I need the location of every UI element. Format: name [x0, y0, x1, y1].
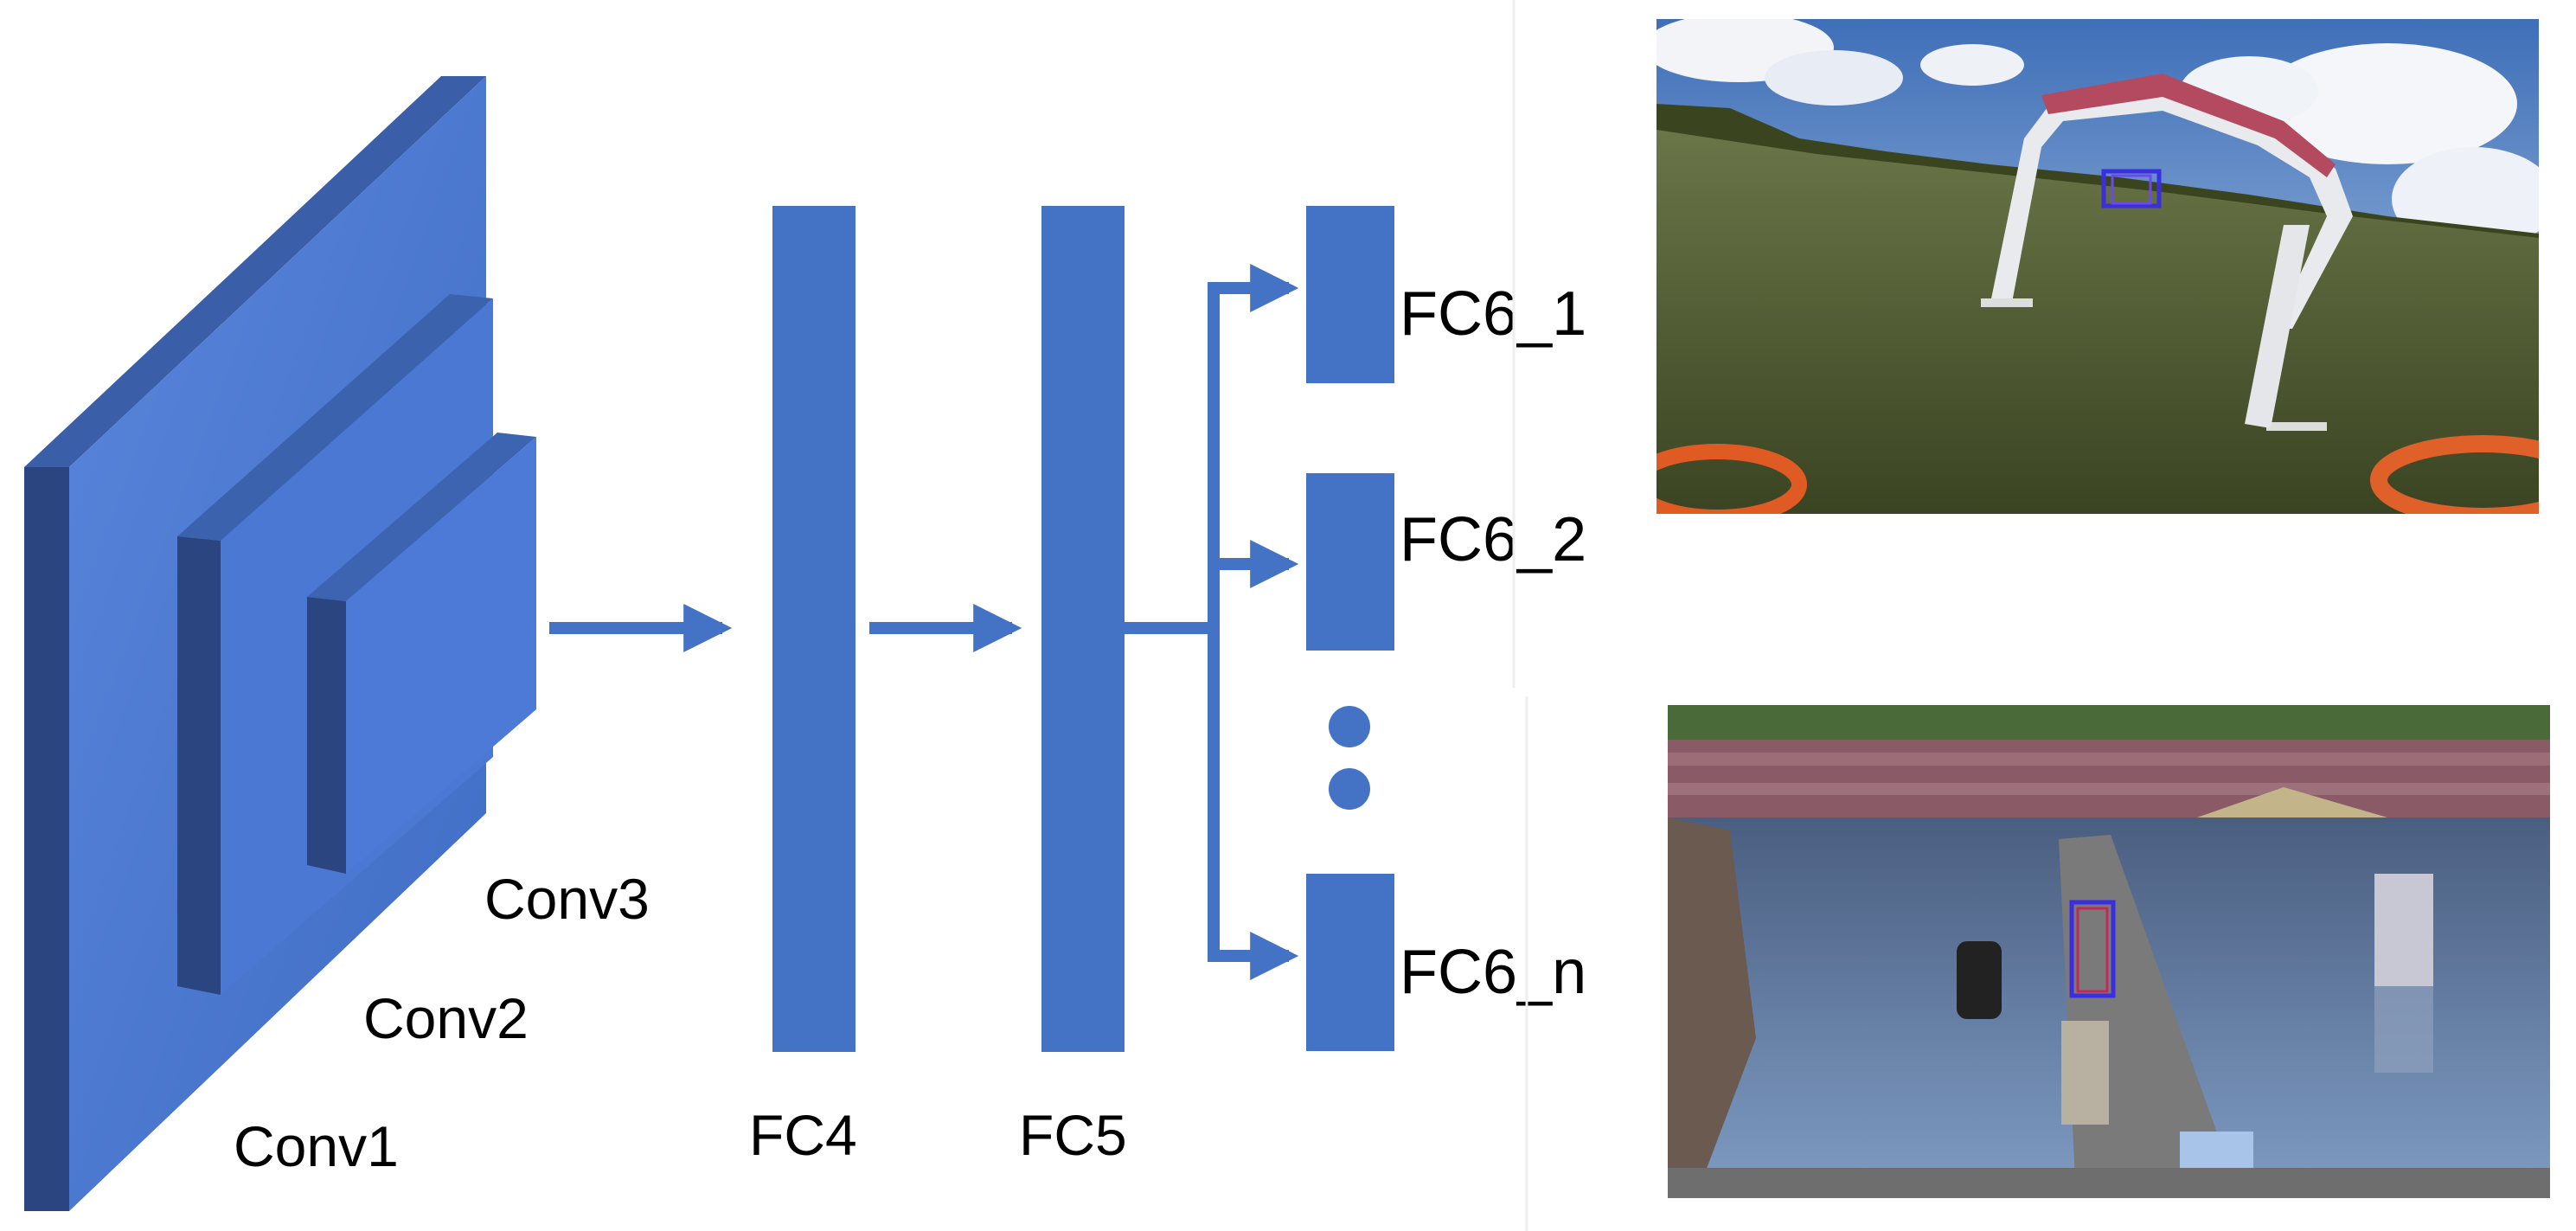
fc6-n-bar	[1306, 874, 1394, 1051]
fc6-1-label: FC6_1	[1400, 279, 1586, 349]
fc6-n-label: FC6_n	[1400, 938, 1586, 1007]
branch-arrows	[1125, 264, 1299, 980]
fc4-bar	[772, 206, 855, 1052]
photo-grass-field	[1656, 19, 2539, 514]
fc4-label: FC4	[749, 1103, 857, 1167]
fc6-2-label: FC6_2	[1400, 505, 1586, 574]
fc6-1-bar	[1306, 206, 1394, 383]
conv1-label: Conv1	[234, 1114, 399, 1178]
gate-bbox	[2101, 169, 2162, 208]
ellipsis-dots	[1329, 706, 1370, 810]
conv2-label: Conv2	[363, 986, 529, 1050]
fc5-label: FC5	[1019, 1103, 1127, 1167]
conv3-block	[307, 433, 536, 874]
fc5-bar	[1041, 206, 1125, 1052]
fc6-2-bar	[1306, 473, 1394, 651]
photo-lake-crowd	[1668, 705, 2550, 1198]
conv3-label: Conv3	[484, 867, 650, 931]
pillar-bbox	[2069, 900, 2116, 998]
